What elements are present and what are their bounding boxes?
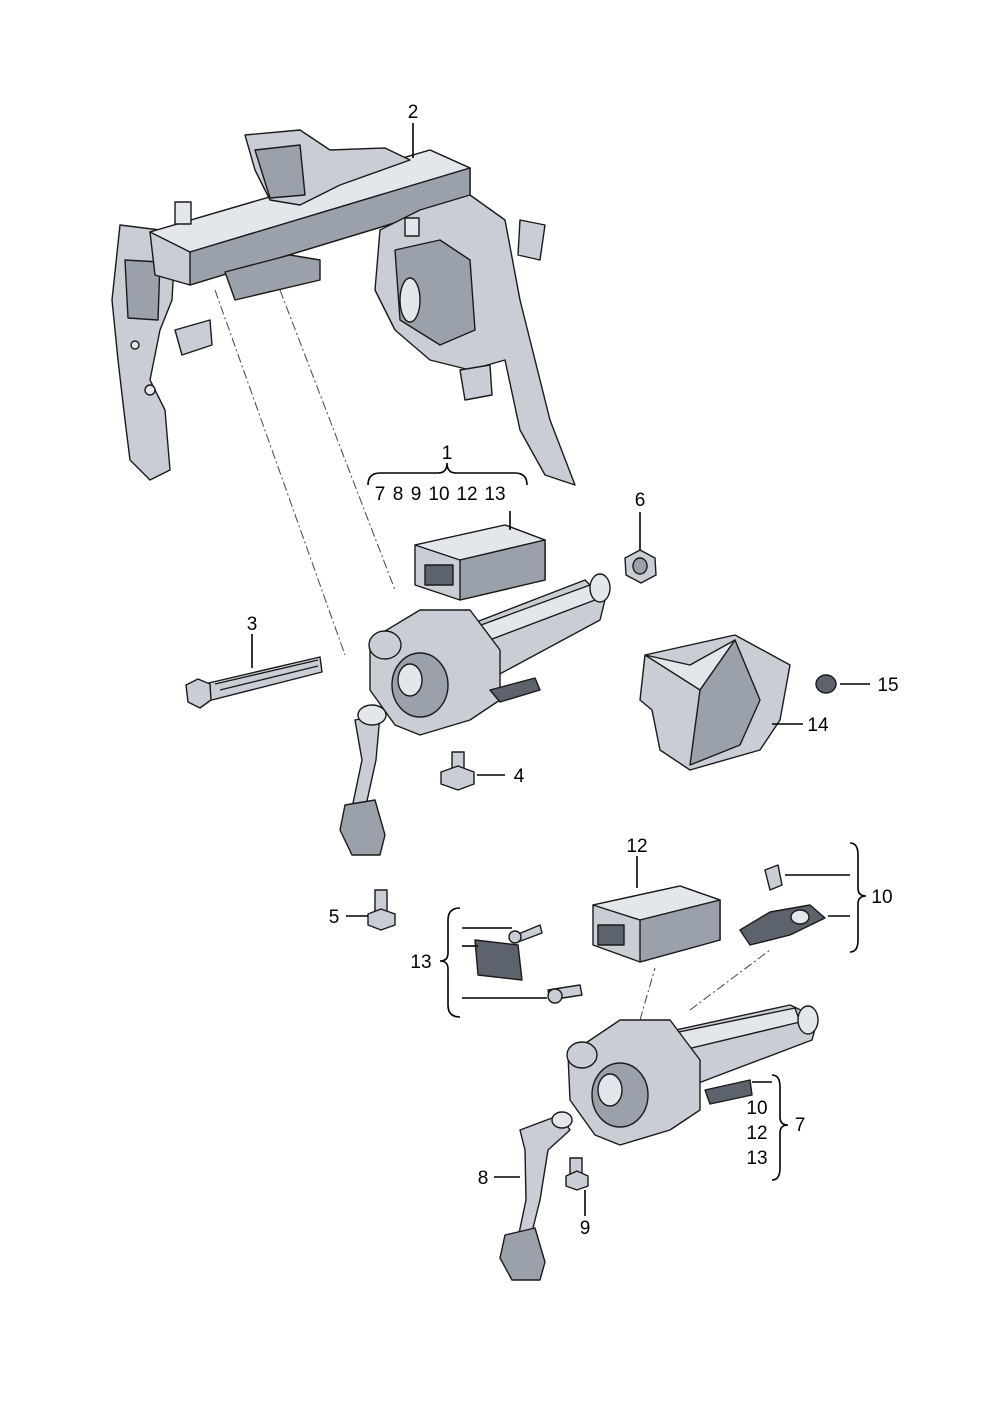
cross-member-part-2[interactable]	[111, 129, 576, 486]
callout-1-group-9: 9	[411, 484, 422, 505]
intermediate-shaft-part-8[interactable]	[499, 1111, 573, 1281]
callout-1: 1	[442, 443, 453, 464]
callout-1-group-10: 10	[428, 484, 449, 505]
callout-13: 13	[410, 952, 431, 973]
trim-cover-part-14[interactable]	[639, 634, 791, 771]
callout-7-group-10: 10	[746, 1098, 767, 1119]
bolt-part-5[interactable]	[367, 889, 396, 931]
steering-column-part-1[interactable]	[339, 524, 611, 856]
bracket-10	[849, 842, 867, 953]
bracket-13	[439, 907, 461, 1018]
callout-14: 14	[807, 715, 829, 736]
sensor-part-13[interactable]	[474, 924, 583, 1004]
assembly-line-right	[279, 289, 396, 591]
callout-6: 6	[635, 490, 646, 511]
callout-7: 7	[795, 1115, 806, 1136]
bolt-part-4[interactable]	[440, 751, 475, 791]
callout-10: 10	[871, 887, 892, 908]
callout-15: 15	[877, 675, 898, 696]
callout-1-group-7: 7	[375, 484, 386, 505]
bracket-1	[367, 462, 528, 486]
assembly-line-left	[214, 289, 346, 656]
callout-5: 5	[329, 907, 340, 928]
steering-column-part-7[interactable]	[566, 1004, 819, 1146]
assembly-line-12	[639, 967, 656, 1021]
bracket-7	[771, 1074, 789, 1181]
bolt-part-9[interactable]	[565, 1157, 589, 1191]
callout-3: 3	[247, 614, 258, 635]
nut-part-6[interactable]	[624, 549, 657, 584]
plug-part-15[interactable]	[815, 674, 837, 694]
callout-4: 4	[514, 766, 525, 787]
callout-12: 12	[626, 836, 647, 857]
control-unit-part-12[interactable]	[592, 885, 721, 963]
callout-9: 9	[580, 1218, 591, 1239]
bolt-part-3[interactable]	[185, 656, 323, 709]
callout-1-group-13: 13	[484, 484, 505, 505]
callout-1-group-12: 12	[456, 484, 477, 505]
callout-7-group-12: 12	[746, 1123, 767, 1144]
callout-2: 2	[408, 102, 419, 123]
callout-7-group-13: 13	[746, 1148, 767, 1169]
lock-bracket-part-10[interactable]	[739, 864, 826, 946]
callout-1-group-8: 8	[393, 484, 404, 505]
assembly-line-10	[689, 949, 771, 1011]
callout-8: 8	[478, 1168, 489, 1189]
